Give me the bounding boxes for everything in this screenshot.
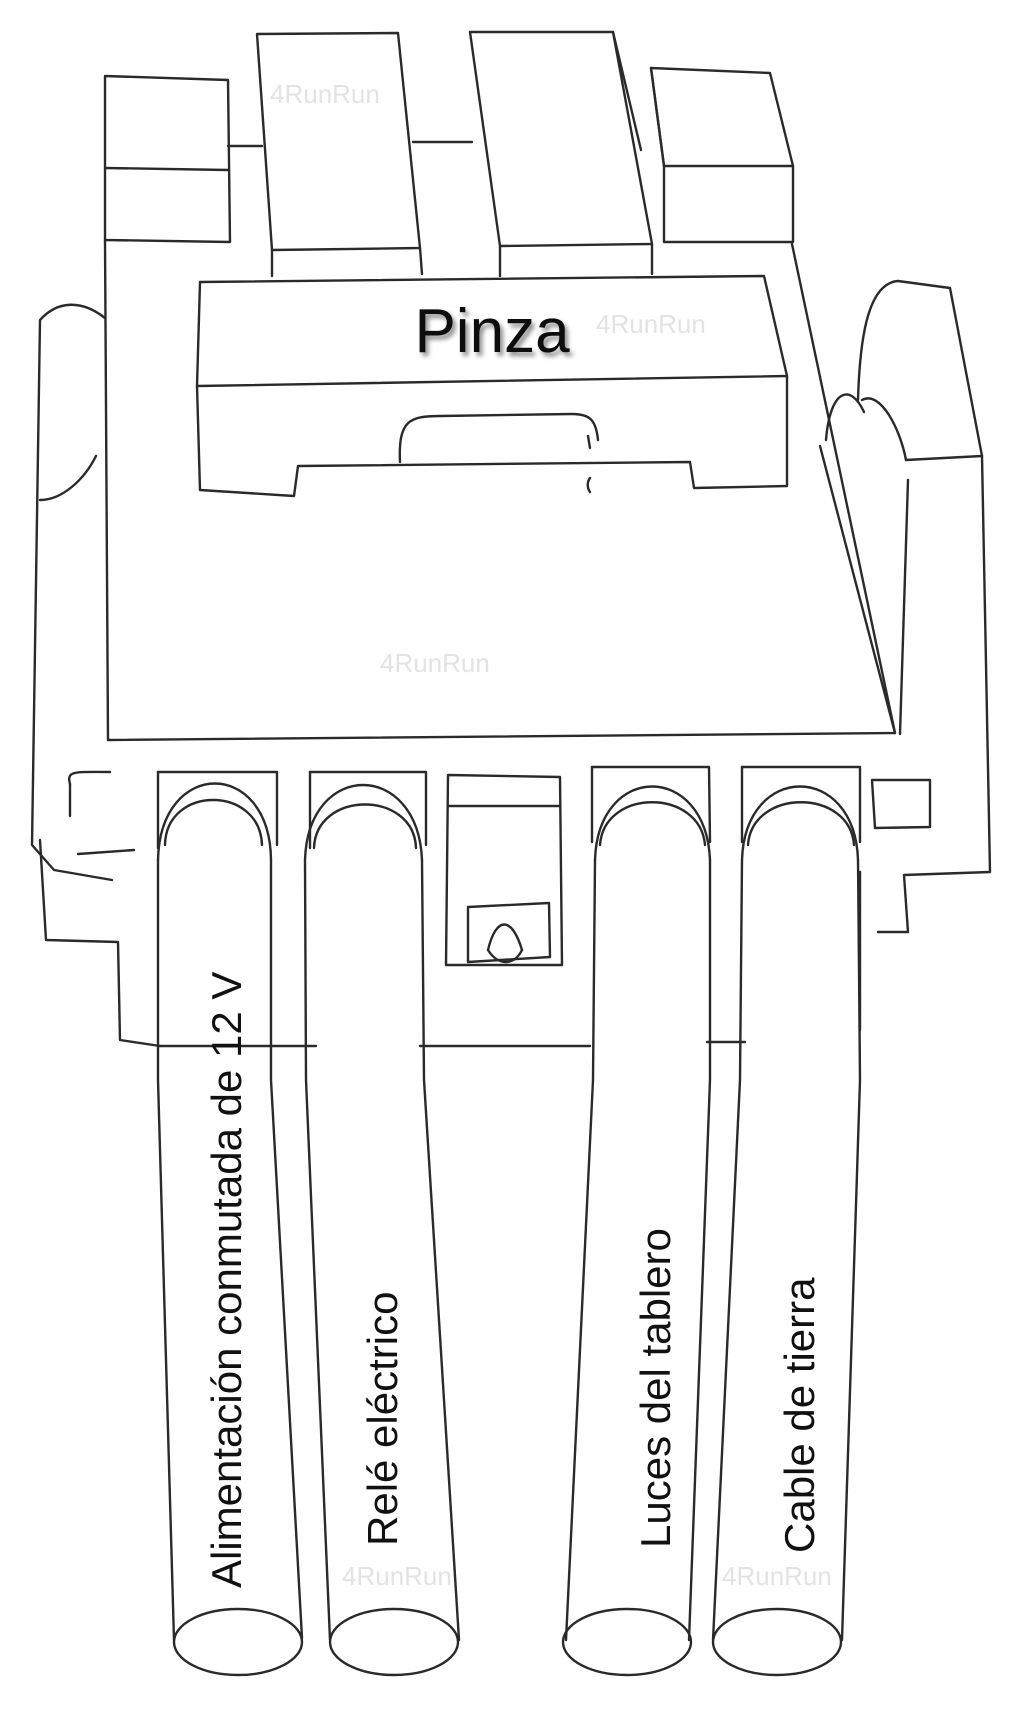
right-latch	[818, 279, 992, 1032]
terminal-tab	[468, 30, 654, 278]
watermark: 4RunRun	[270, 79, 380, 109]
terminal-tab	[649, 66, 795, 244]
clip-title: Pinza	[414, 297, 570, 366]
empty-terminal-slot	[444, 773, 564, 967]
wire-2	[303, 770, 461, 1677]
left-latch	[30, 303, 162, 1048]
terminal-tab	[255, 31, 424, 278]
clip	[195, 274, 789, 498]
watermark: 4RunRun	[380, 648, 490, 678]
connector-housing	[103, 238, 897, 742]
wire-1-label: Alimentación conmutada de 12 V	[203, 972, 250, 1588]
wire-1	[156, 770, 304, 1677]
connector-base	[156, 1040, 747, 1048]
wire-3	[561, 765, 712, 1677]
wire-4-label: Cable de tierra	[776, 1277, 823, 1553]
wire-4	[711, 765, 862, 1677]
wire-2-label: Relé eléctrico	[359, 1292, 406, 1546]
wire-3-label: Luces del tablero	[632, 1228, 679, 1548]
watermark: 4RunRun	[722, 1561, 832, 1591]
watermark: 4RunRun	[342, 1561, 452, 1591]
terminal-tab	[103, 74, 264, 244]
watermark: 4RunRun	[596, 309, 706, 339]
